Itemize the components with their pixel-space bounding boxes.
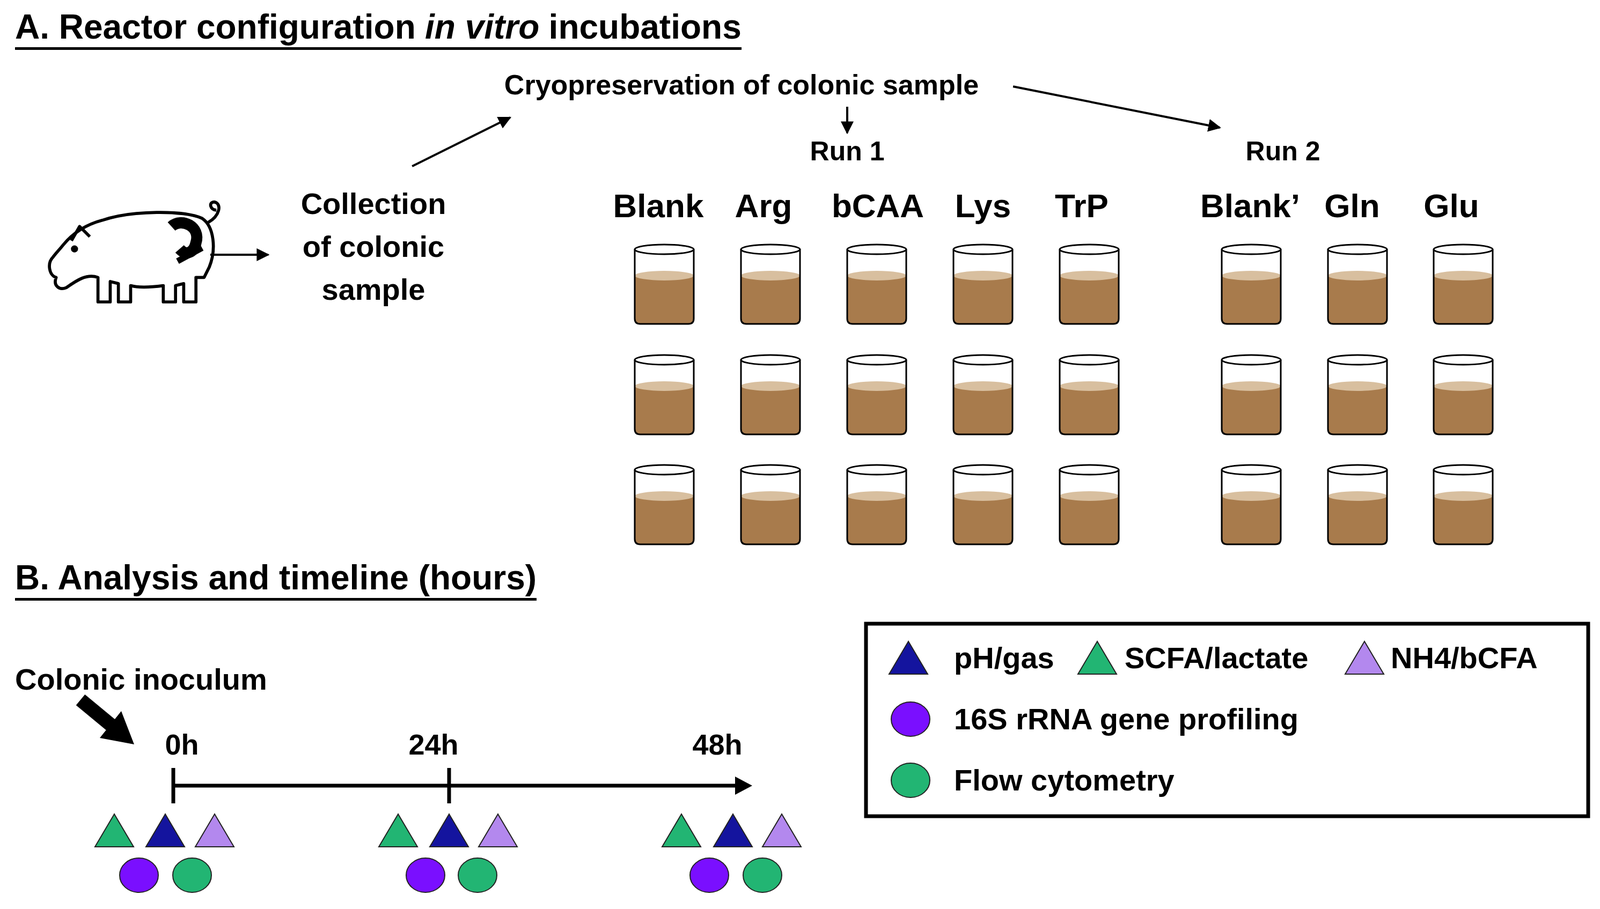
beaker — [634, 244, 694, 325]
section-heading: A. Reactor configurationin vitroincubati… — [15, 6, 742, 50]
beaker-grid — [634, 244, 1493, 545]
beaker — [634, 355, 694, 435]
label: Blank’ — [1200, 186, 1301, 226]
legend-swatch — [891, 763, 930, 798]
beaker — [1221, 355, 1281, 435]
label: Arg — [735, 186, 793, 226]
label: TrP — [1054, 186, 1109, 226]
connector-arrow — [412, 117, 511, 167]
beaker — [740, 244, 800, 325]
node-text: Run 2 — [1245, 135, 1321, 168]
timeline-arrowhead — [735, 776, 753, 796]
beaker — [1327, 244, 1387, 325]
legend-swatch — [889, 641, 928, 675]
beaker — [1327, 465, 1387, 545]
timeline-axis — [173, 768, 740, 804]
heading-text: incubations — [548, 6, 742, 48]
beaker — [847, 465, 907, 545]
beaker — [740, 355, 800, 435]
legend-text: Flow cytometry — [953, 762, 1175, 799]
text-node: Run 2 — [1243, 135, 1323, 168]
beaker — [1327, 355, 1387, 435]
beaker — [1059, 244, 1119, 325]
legend-text: NH4/bCFA — [1390, 640, 1538, 677]
beaker — [847, 355, 907, 435]
legend-text: SCFA/lactate — [1124, 640, 1309, 677]
beaker — [1059, 355, 1119, 435]
legend-frame — [865, 624, 1589, 817]
node-text: Collection of colonic sample — [287, 182, 460, 312]
label: bCAA — [831, 186, 924, 226]
legend-swatch — [1345, 641, 1384, 675]
beaker — [1221, 244, 1281, 325]
heading-text: A. Reactor configuration — [15, 6, 416, 48]
pig-arrow — [210, 253, 269, 256]
section-heading: B. Analysis and timeline (hours) — [15, 557, 537, 601]
text-node: Collection of colonic sample — [285, 182, 462, 312]
node-text: Cryopreservation of colonic sample — [504, 67, 979, 103]
label: 24h — [408, 727, 459, 762]
beaker — [1433, 244, 1493, 325]
beaker — [634, 465, 694, 545]
label: Glu — [1423, 186, 1479, 226]
legend-text: pH/gas — [953, 640, 1055, 677]
legend-text: 16S rRNA gene profiling — [953, 701, 1299, 738]
label: Blank — [613, 186, 704, 226]
beaker — [847, 244, 907, 325]
beaker — [1433, 355, 1493, 435]
label: 0h — [164, 727, 199, 762]
label: Lys — [955, 186, 1012, 226]
beaker — [1059, 465, 1119, 545]
beaker — [740, 465, 800, 545]
heading-text: in vitro — [424, 6, 540, 48]
text-node: Cryopreservation of colonic sample — [502, 67, 981, 103]
label: Colonic inoculum — [15, 662, 268, 698]
pig-illustration — [49, 202, 219, 303]
inoculum-arrow — [80, 700, 135, 745]
connector-arrow — [846, 106, 849, 134]
label: 48h — [692, 727, 743, 762]
legend-swatch — [1077, 641, 1117, 675]
node-text: Run 1 — [810, 135, 885, 168]
beaker — [953, 355, 1013, 435]
beaker — [953, 465, 1013, 545]
legend-swatch — [891, 702, 930, 737]
beaker — [953, 244, 1013, 325]
connector-arrow — [1013, 86, 1220, 128]
text-node: Run 1 — [808, 135, 887, 168]
sampling-markers — [94, 814, 802, 893]
beaker — [1221, 465, 1281, 545]
beaker — [1433, 465, 1493, 545]
label: Gln — [1324, 186, 1380, 226]
